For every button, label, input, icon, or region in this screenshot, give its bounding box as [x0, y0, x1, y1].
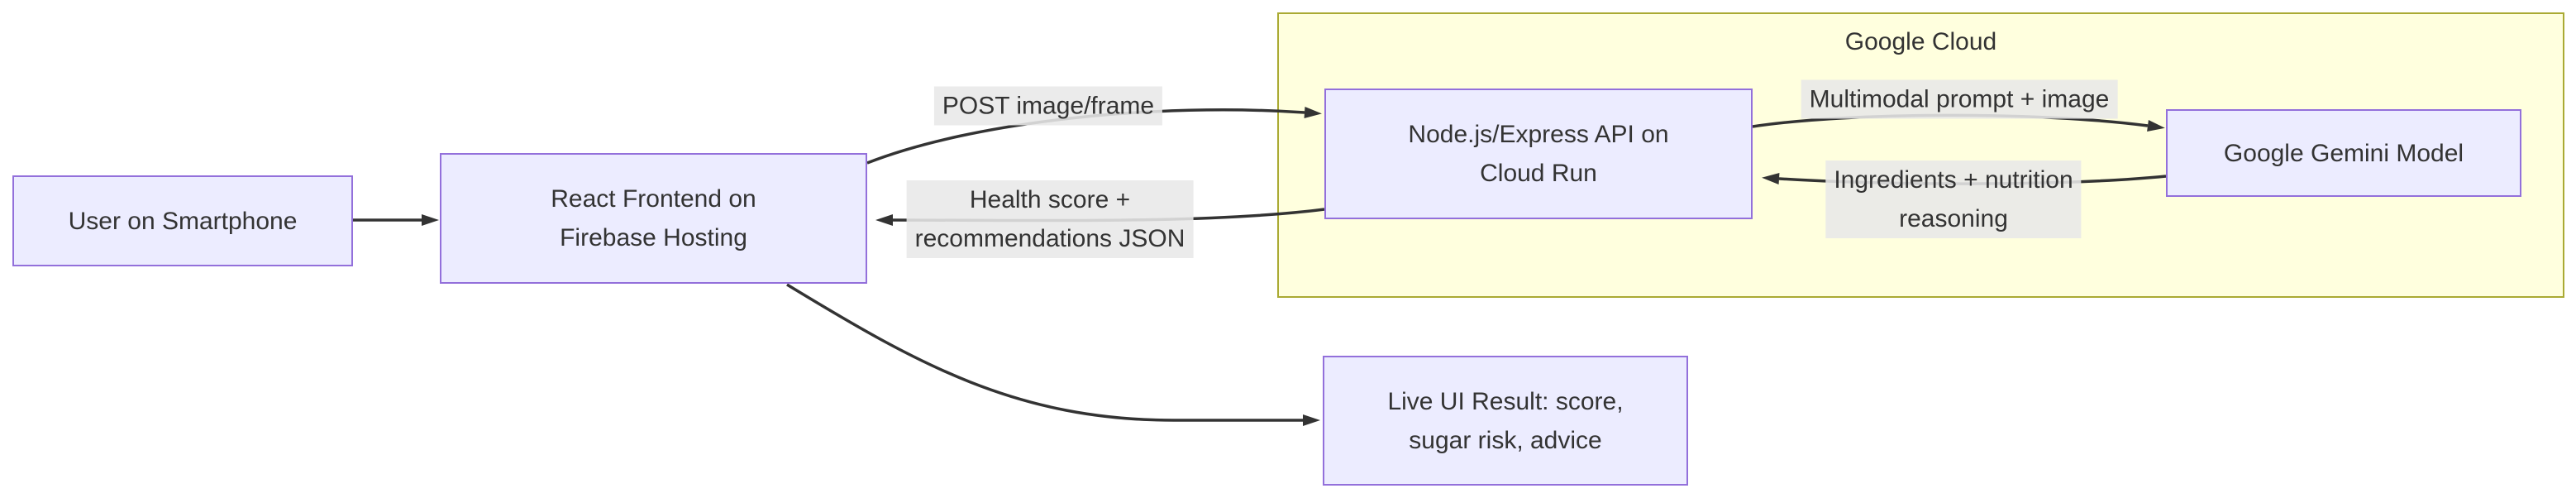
edge-frontend-to-result — [786, 283, 1320, 426]
node-api-cloud-run: Node.js/Express API on Cloud Run — [1324, 89, 1753, 219]
node-label: Firebase Hosting — [560, 224, 747, 251]
node-user-smartphone: User on Smartphone — [12, 175, 353, 266]
node-label: sugar risk, advice — [1409, 426, 1602, 454]
node-react-frontend: React Frontend on Firebase Hosting — [440, 153, 867, 284]
node-gemini-model: Google Gemini Model — [2166, 109, 2521, 197]
node-label: Node.js/Express API on — [1408, 121, 1669, 148]
cluster-title: Google Cloud — [1844, 28, 1997, 55]
node-label: React Frontend on — [551, 185, 756, 213]
node-label: Live UI Result: score, — [1387, 387, 1624, 415]
edge-label-health-score: Health score + recommendations JSON — [906, 180, 1194, 258]
node-label: Cloud Run — [1480, 160, 1597, 187]
edge-label-ingredients: Ingredients + nutrition reasoning — [1825, 160, 2082, 238]
node-live-ui-result: Live UI Result: score, sugar risk, advic… — [1323, 356, 1688, 486]
edge-label-multimodal-prompt: Multimodal prompt + image — [1801, 79, 2118, 119]
node-label: User on Smartphone — [68, 207, 298, 235]
node-label: Google Gemini Model — [2223, 139, 2464, 167]
edge-label-post-image: POST image/frame — [933, 86, 1163, 126]
